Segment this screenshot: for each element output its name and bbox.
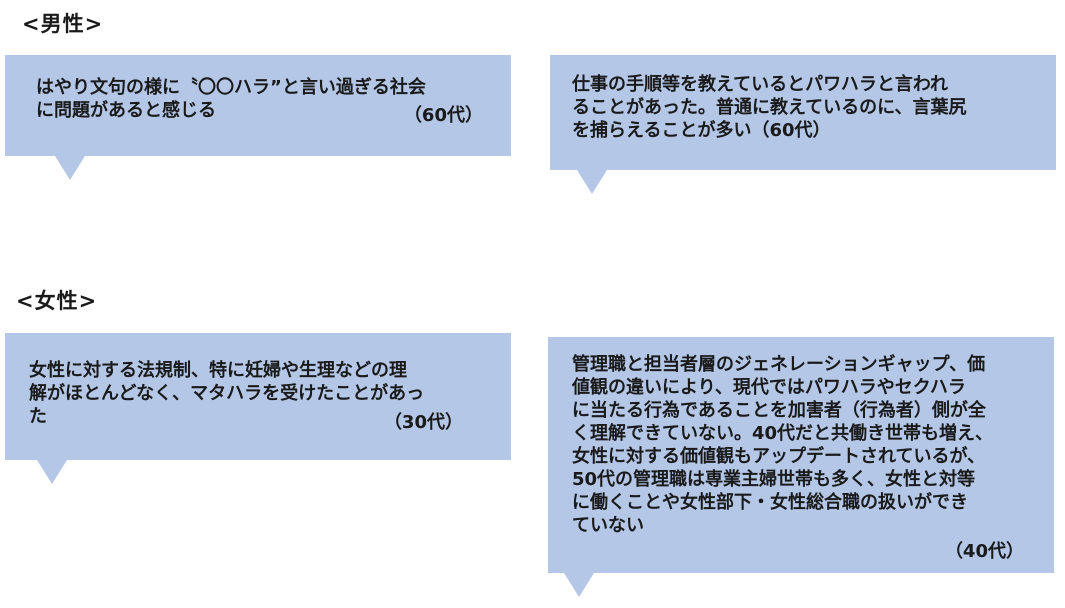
comment-text: 仕事の手順等を教えているとパワハラと言われ ることがあった。普通に教えているのに… (572, 73, 967, 142)
comment-bubble-male-1: はやり文句の様に〝〇〇ハラ”と言い過ぎる社会 に問題があると感じる （60代） (5, 55, 511, 180)
comment-line: 管理職と担当者層のジェネレーションギャップ、価 (572, 354, 986, 375)
comment-line: く理解できていない。40代だと共働き世帯も増え、 (572, 423, 994, 444)
comment-bubble-female-1: 女性に対する法規制、特に妊婦や生理などの理 解がほとんどなく、マタハラを受けたこ… (5, 333, 511, 484)
comment-bubble-female-2: 管理職と担当者層のジェネレーションギャップ、価 値観の違いにより、現代ではパワハ… (548, 337, 1054, 597)
comment-line: 女性に対する価値観もアップデートされているが、 (572, 446, 986, 467)
comment-line: に当たる行為であることを加害者（行為者）側が全 (572, 400, 986, 421)
comment-line: を捕らえることが多い（60代） (572, 120, 831, 141)
section-heading-male: <男性> (22, 12, 104, 36)
comment-line: 50代の管理職は専業主婦世帯も多く、女性と対等 (572, 469, 976, 490)
comment-line: 仕事の手順等を教えているとパワハラと言われ (572, 74, 949, 95)
comment-text: 女性に対する法規制、特に妊婦や生理などの理 解がほとんどなく、マタハラを受けたこ… (29, 359, 424, 428)
comment-bubble-male-2: 仕事の手順等を教えているとパワハラと言われ ることがあった。普通に教えているのに… (550, 55, 1056, 194)
age-label: （40代） (944, 541, 1024, 562)
age-label: （60代） (403, 105, 483, 126)
comment-line: ていない (572, 515, 644, 536)
comment-line: 女性に対する法規制、特に妊婦や生理などの理 (29, 360, 407, 381)
comment-line: 解がほとんどなく、マタハラを受けたことがあっ (29, 383, 425, 404)
section-heading-female: <女性> (16, 289, 98, 313)
comment-text: はやり文句の様に〝〇〇ハラ”と言い過ぎる社会 に問題があると感じる (36, 76, 426, 122)
comment-line: はやり文句の様に〝〇〇ハラ”と言い過ぎる社会 (36, 77, 426, 98)
comment-line: に問題があると感じる (36, 100, 216, 121)
comment-text: 管理職と担当者層のジェネレーションギャップ、価 値観の違いにより、現代ではパワハ… (572, 353, 993, 537)
comment-line: に働くことや女性部下・女性総合職の扱いができ (572, 492, 968, 513)
comment-line: た (29, 406, 47, 427)
comment-line: 値観の違いにより、現代ではパワハラやセクハラ (572, 377, 966, 398)
age-label: （30代） (383, 412, 463, 433)
comment-line: ることがあった。普通に教えているのに、言葉尻 (572, 97, 967, 118)
